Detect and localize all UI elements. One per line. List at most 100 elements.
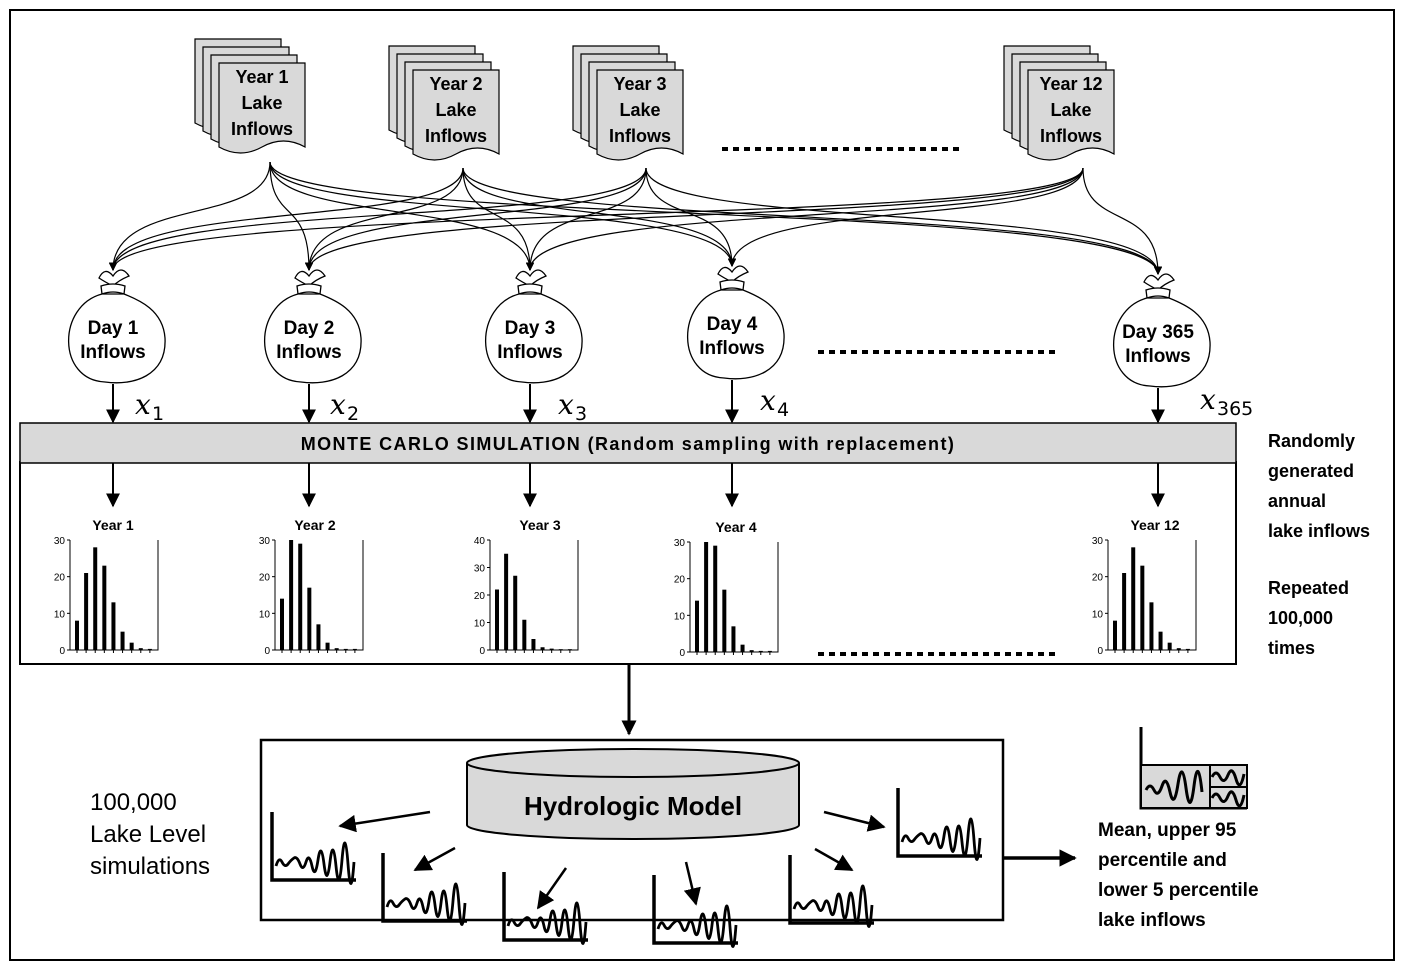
file-label-line: Inflows (609, 126, 671, 146)
plot-line (385, 882, 467, 926)
plot-axes (788, 855, 874, 925)
histogram-bar (280, 598, 284, 650)
histogram-frame (489, 540, 579, 651)
histogram-bar (307, 587, 312, 650)
file-label-line: Inflows (1040, 126, 1102, 146)
histogram-bar (84, 573, 89, 650)
histogram-bar (731, 626, 736, 652)
sampling-curve (727, 167, 1084, 267)
histogram-bar (120, 631, 125, 650)
histogram-bar (549, 648, 554, 650)
simulations-label-line: 100,000 (90, 789, 177, 816)
histogram-bar (147, 648, 152, 650)
sample-variable: x (1200, 383, 1216, 416)
result-label-line: percentile and (1098, 850, 1227, 871)
plot-axes (381, 853, 467, 923)
histogram-bar (749, 650, 754, 652)
lake-level-plot (502, 872, 588, 945)
histogram-bar (298, 543, 303, 650)
histogram-bar (334, 648, 339, 650)
bag-label-line: Day 2 (284, 318, 335, 339)
histogram-ytick: 30 (259, 536, 271, 547)
sample-variable-subscript: 2 (347, 403, 359, 425)
model-label: Hydrologic Model (524, 791, 742, 821)
histogram-bar (1176, 648, 1181, 650)
histogram-ytick: 10 (474, 619, 486, 630)
file-label-line: Inflows (425, 126, 487, 146)
plot-axes (652, 875, 738, 945)
histogram-bar (758, 650, 763, 652)
histogram-bar (522, 619, 527, 650)
sampling-curve (462, 167, 535, 271)
histogram-title: Year 1 (92, 517, 133, 533)
histogram-ytick: 30 (474, 564, 486, 575)
sampling-curve (269, 161, 535, 271)
histogram-ytick: 20 (474, 591, 486, 602)
sample-variable-subscript: 3 (575, 403, 587, 425)
sample-variable-subscript: 1 (152, 403, 164, 425)
result-label-line: lower 5 percentile (1098, 880, 1259, 901)
histogram-bar (513, 575, 518, 650)
plot-axes (502, 872, 588, 942)
outer-frame (9, 9, 1395, 961)
monte-carlo-label: MONTE CARLO SIMULATION (Random sampling … (301, 434, 956, 454)
histogram-ytick: 20 (54, 573, 66, 584)
lake-level-plot (652, 875, 738, 948)
sample-variable: x (760, 384, 776, 417)
histogram-title: Year 12 (1130, 517, 1179, 533)
file-label-line: Lake (619, 100, 660, 120)
sampling-curve (525, 167, 1084, 271)
histogram-title: Year 2 (294, 517, 335, 533)
bag-label-line: Inflows (1125, 346, 1190, 367)
histogram-bar (704, 542, 709, 652)
histogram-bar (138, 648, 143, 650)
plot-line (274, 841, 356, 885)
histogram-ytick: 20 (259, 573, 271, 584)
histogram-bar (1113, 620, 1117, 650)
histogram-bar (540, 647, 545, 650)
histogram-bar (316, 624, 321, 650)
histogram-bar (1149, 602, 1154, 650)
sample-variable: x (330, 388, 346, 421)
histogram-ytick: 0 (1097, 646, 1103, 657)
simulations-label-line: simulations (90, 853, 210, 880)
file-label-line: Lake (241, 93, 282, 113)
bag-label-line: Inflows (699, 338, 764, 359)
histogram-bar (352, 648, 357, 650)
lake-level-simulations (270, 788, 982, 948)
plot-line (506, 901, 588, 945)
file-label-line: Inflows (231, 119, 293, 139)
sample-variable-subscript: 4 (777, 399, 789, 421)
sampling-curve (304, 167, 647, 271)
sampling-curve (269, 161, 1163, 275)
histogram-bar (289, 540, 294, 650)
sampling-curve (462, 167, 737, 267)
histogram-bar (75, 620, 79, 650)
note-line: annual (1268, 491, 1326, 511)
bag-label-line: Inflows (276, 342, 341, 363)
histogram-bar (558, 649, 563, 650)
file-icon (596, 69, 684, 161)
sampling-curve (269, 161, 737, 267)
histogram-ytick: 0 (479, 646, 485, 657)
sampling-curve (645, 167, 737, 267)
bag-label-line: Inflows (497, 342, 562, 363)
histogram-bar (111, 602, 116, 650)
note-line: times (1268, 638, 1315, 658)
file-icon (412, 69, 500, 161)
file-label-line: Lake (435, 100, 476, 120)
histogram-ytick: 0 (59, 646, 65, 657)
histogram-ytick: 20 (674, 575, 686, 586)
sampling-curve (108, 167, 1084, 271)
result-label-line: Mean, upper 95 (1098, 820, 1237, 841)
